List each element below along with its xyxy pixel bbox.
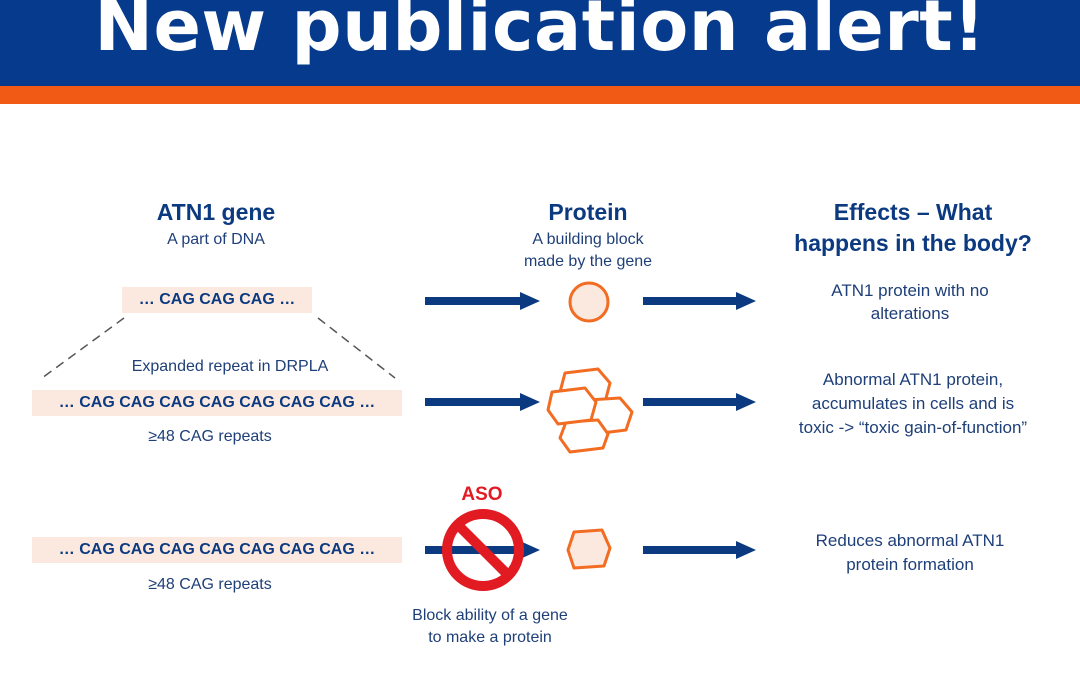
aso-repeat-note: ≥48 CAG repeats	[148, 576, 272, 593]
gene-column-title: ATN1 gene	[156, 199, 276, 225]
expanded-effect-line-2: accumulates in cells and is	[811, 394, 1015, 413]
expanded-repeat-note: ≥48 CAG repeats	[148, 428, 272, 445]
prohibit-icon	[442, 509, 524, 591]
aso-effect-line-2: protein formation	[846, 555, 974, 574]
gene-column-subtitle: A part of DNA	[167, 231, 265, 248]
aso-repeat-sequence: … CAG CAG CAG CAG CAG CAG CAG …	[32, 537, 402, 563]
protein-aggregate-icon	[546, 367, 634, 454]
arrow-right-icon	[643, 393, 756, 411]
page-title: New publication alert!	[94, 0, 986, 67]
arrow-right-icon	[425, 292, 540, 310]
protein-circle-icon	[568, 281, 610, 323]
arrow-right-icon	[643, 541, 756, 559]
expanded-effect-line-3: toxic -> “toxic gain-of-function”	[798, 418, 1028, 437]
arrow-right-icon	[643, 292, 756, 310]
expansion-label: Expanded repeat in DRPLA	[131, 358, 329, 375]
expansion-dash-right	[317, 317, 396, 379]
protein-hexagon-icon	[566, 528, 612, 570]
effects-column-title-2: happens in the body?	[794, 230, 1032, 256]
effects-column-title-1: Effects – What	[833, 199, 993, 225]
expanded-repeat-sequence: … CAG CAG CAG CAG CAG CAG CAG …	[32, 390, 402, 416]
aso-block-line-2: to make a protein	[428, 629, 552, 646]
aso-block-line-1: Block ability of a gene	[412, 607, 568, 624]
expansion-dash-left	[41, 317, 125, 379]
aso-label: ASO	[461, 484, 503, 505]
arrow-right-icon	[425, 393, 540, 411]
protein-column-subtitle-2: made by the gene	[523, 253, 653, 270]
header-banner: New publication alert!	[0, 0, 1080, 86]
normal-effect-line-2: alterations	[870, 304, 950, 323]
protein-column-title: Protein	[548, 199, 628, 225]
protein-column-subtitle-1: A building block	[532, 231, 644, 248]
arrow-right-icon	[425, 541, 540, 559]
expanded-effect-line-1: Abnormal ATN1 protein,	[822, 370, 1004, 389]
aso-effect-line-1: Reduces abnormal ATN1	[815, 531, 1005, 550]
normal-repeat-sequence: … CAG CAG CAG …	[122, 287, 312, 313]
header-stripe	[0, 86, 1080, 104]
normal-effect-line-1: ATN1 protein with no	[831, 281, 989, 300]
